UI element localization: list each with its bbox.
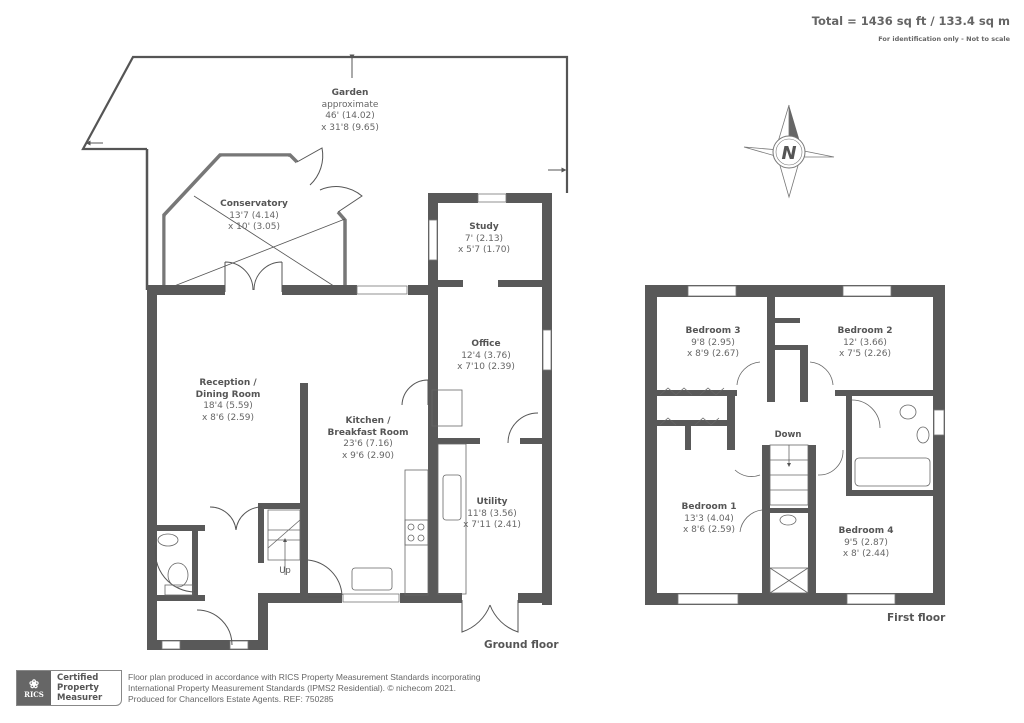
- footer: ❀ RICS Certified Property Measurer Floor…: [16, 670, 480, 706]
- rics-badge-text: Certified Property Measurer: [57, 673, 103, 703]
- room-label-study: Study 7' (2.13) x 5'7 (1.70): [457, 222, 511, 255]
- total-area: Total = 1436 sq ft / 133.4 sq m: [811, 14, 1010, 28]
- ground-floor-label: Ground floor: [484, 639, 559, 651]
- room-label-kitchen-breakfast: Kitchen / Breakfast Room 23'6 (7.16) x 9…: [327, 416, 409, 461]
- ground-floor-fixtures: [157, 389, 467, 596]
- room-label-bedroom-3: Bedroom 3 9'8 (2.95) x 8'9 (2.67): [685, 326, 741, 359]
- footer-disclaimer: Floor plan produced in accordance with R…: [128, 671, 481, 704]
- room-label-reception-dining: Reception / Dining Room 18'4 (5.59) x 8'…: [195, 378, 261, 423]
- room-label-bedroom-2: Bedroom 2 12' (3.66) x 7'5 (2.26): [837, 326, 893, 359]
- stairs-down-label: Down: [774, 430, 802, 440]
- room-label-utility: Utility 11'8 (3.56) x 7'11 (2.41): [463, 497, 521, 530]
- first-floor-fixtures: [659, 361, 931, 594]
- rics-logo-icon: ❀ RICS: [17, 671, 51, 705]
- rics-badge: ❀ RICS Certified Property Measurer: [16, 670, 122, 706]
- room-label-office: Office 12'4 (3.76) x 7'10 (2.39): [457, 339, 515, 372]
- garden-outline: [81, 55, 569, 193]
- first-floor-label: First floor: [887, 612, 946, 624]
- disclaimer: For identification only - Not to scale: [878, 35, 1010, 43]
- conservatory-outline: [145, 147, 363, 291]
- ground-floor-windows: [161, 193, 552, 650]
- room-label-bedroom-1: Bedroom 1 13'3 (4.04) x 8'6 (2.59): [681, 502, 737, 535]
- ground-floor-doors: [154, 261, 539, 646]
- first-floor-windows: [677, 285, 945, 605]
- compass-rose-icon: N: [743, 104, 835, 199]
- room-label-bedroom-4: Bedroom 4 9'5 (2.87) x 8' (2.44): [838, 526, 894, 559]
- room-label-conservatory: Conservatory 13'7 (4.14) x 10' (3.05): [220, 199, 288, 232]
- room-label-garden: Garden approximate 46' (14.02) x 31'8 (9…: [321, 88, 379, 133]
- stairs-up-label: Up: [279, 566, 291, 576]
- svg-text:N: N: [781, 143, 796, 164]
- ground-floor-walls: [147, 193, 552, 650]
